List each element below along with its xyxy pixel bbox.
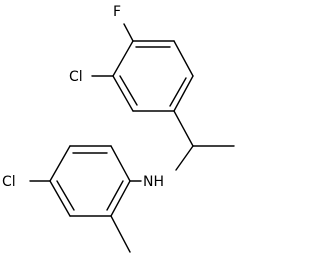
- bond-top-ring-6: [112, 40, 134, 77]
- fluorine-label: F: [113, 4, 121, 20]
- bond-bottom-ring-3: [49, 145, 71, 182]
- molecule-diagram: F Cl NH Cl: [2, 4, 235, 253]
- bond-top-ring-inner-2: [169, 77, 187, 107]
- bond-bottom-ring-inner-2: [56, 180, 75, 211]
- bond-top-ring-3: [173, 75, 194, 112]
- bond-top-ring-inner-3: [119, 75, 138, 106]
- structure-svg: F Cl NH Cl: [2, 4, 235, 253]
- bond-bottom-ring-4: [49, 180, 71, 217]
- bond-bottom-ring-6: [110, 180, 131, 217]
- bond-ch-nh: [175, 145, 194, 171]
- bond-bottom-ring-inner-3: [106, 180, 124, 211]
- bond-ring-to-ch: [173, 110, 194, 147]
- chlorine-bottom-label: Cl: [2, 174, 16, 190]
- nh-label: NH: [143, 174, 164, 190]
- bond-top-ring-2: [173, 40, 194, 77]
- bond-top-ring-5: [112, 75, 134, 112]
- chlorine-top-label: Cl: [69, 69, 83, 85]
- bond-fluorine: [123, 23, 134, 42]
- bond-bottom-methyl: [110, 215, 131, 253]
- bond-bottom-ring-1: [110, 145, 131, 182]
